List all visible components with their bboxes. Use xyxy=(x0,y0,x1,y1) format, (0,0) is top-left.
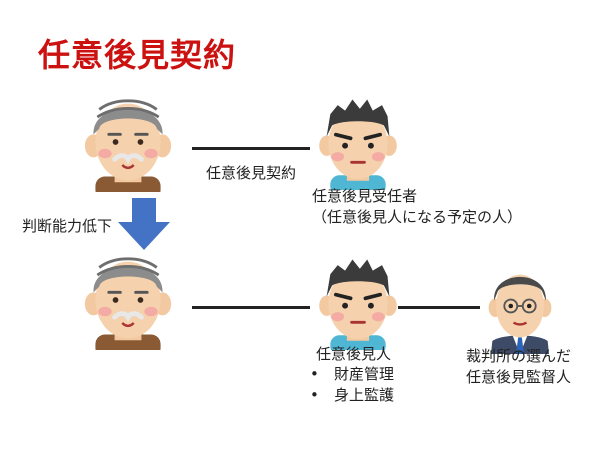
transition-label: 判断能力低下 xyxy=(22,217,113,235)
elderly-person-icon xyxy=(82,250,174,350)
guardian-duties-list: 財産管理 身上監護 xyxy=(308,364,394,406)
trustee-label-line-1: 任意後見受任者 xyxy=(312,187,418,205)
supervisor-label-line-2: 任意後見監督人 xyxy=(466,368,572,386)
guardian-label: 任意後見人 xyxy=(316,345,392,363)
arrow-down-icon xyxy=(118,198,170,250)
suited-man-icon xyxy=(480,258,560,354)
trustee-label-line-2: （任意後見人になる予定の人） xyxy=(312,208,523,226)
trustee-label: 任意後見受任者 （任意後見人になる予定の人） xyxy=(312,186,522,228)
guardian-connector-line xyxy=(192,306,310,309)
young-man-icon xyxy=(312,94,404,190)
supervisor-connector-line xyxy=(398,306,480,309)
elderly-person-icon xyxy=(82,92,174,192)
duty-item: 身上監護 xyxy=(308,385,394,406)
contract-label: 任意後見契約 xyxy=(206,164,297,182)
young-man-icon xyxy=(312,254,404,350)
duty-item: 財産管理 xyxy=(308,364,394,385)
supervisor-label: 裁判所の選んだ 任意後見監督人 xyxy=(466,346,571,388)
contract-connector-line xyxy=(192,147,310,150)
page-title: 任意後見契約 xyxy=(38,36,237,74)
supervisor-label-line-1: 裁判所の選んだ xyxy=(466,347,572,365)
